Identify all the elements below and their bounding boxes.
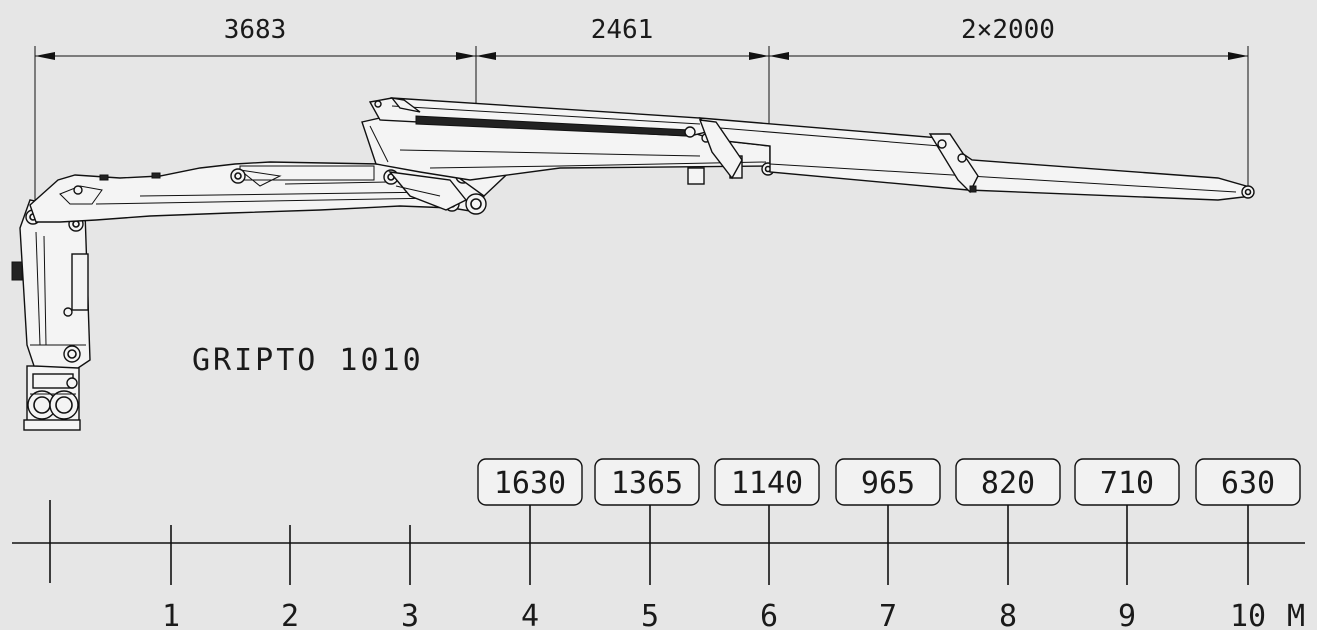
load-capacity-box: 710 xyxy=(1074,458,1180,506)
scale-label-3: 3 xyxy=(401,599,419,630)
scale-label-4: 4 xyxy=(521,599,539,630)
model-title: GRIPTO 1010 xyxy=(192,343,424,378)
load-capacity-value: 820 xyxy=(981,466,1035,501)
scale-label-8: 8 xyxy=(999,599,1017,630)
load-capacity-box: 965 xyxy=(835,458,941,506)
crane-column xyxy=(11,199,91,369)
load-capacity-box: 1140 xyxy=(714,458,820,506)
load-capacity-box: 630 xyxy=(1195,458,1301,506)
load-capacity-value: 1140 xyxy=(731,466,803,501)
dim-label-main-boom: 3683 xyxy=(224,15,287,45)
scale-label-7: 7 xyxy=(879,599,897,630)
load-capacity-frame xyxy=(714,458,820,506)
dim-label-extensions: 2×2000 xyxy=(961,15,1055,45)
scale-label-2: 2 xyxy=(281,599,299,630)
crane-base xyxy=(23,365,81,431)
reach-scale: 1 2 3 4 5 6 7 8 9 10 M xyxy=(12,500,1305,630)
dim-label-outer-boom: 2461 xyxy=(591,15,654,45)
scale-label-10: 10 xyxy=(1230,599,1266,630)
load-capacity-box: 1630 xyxy=(477,458,583,506)
load-capacity-value: 710 xyxy=(1100,466,1154,501)
scale-label-1: 1 xyxy=(162,599,180,630)
scale-unit-label: M xyxy=(1287,599,1305,630)
load-capacity-box: 1365 xyxy=(594,458,700,506)
load-capacity-row: 1630 1365 1140 965 820 710 630 xyxy=(477,458,1301,506)
dimension-lines: 3683 2461 2×2000 xyxy=(34,15,1249,205)
scale-label-5: 5 xyxy=(641,599,659,630)
load-capacity-value: 965 xyxy=(861,466,915,501)
crane-illustration xyxy=(11,97,1255,431)
scale-label-6: 6 xyxy=(760,599,778,630)
load-capacity-value: 630 xyxy=(1221,466,1275,501)
load-capacity-frame xyxy=(594,458,700,506)
scale-label-9: 9 xyxy=(1118,599,1136,630)
load-capacity-box: 820 xyxy=(955,458,1061,506)
crane-extension xyxy=(698,117,1255,201)
load-capacity-value: 1365 xyxy=(611,466,683,501)
load-capacity-value: 1630 xyxy=(494,466,566,501)
